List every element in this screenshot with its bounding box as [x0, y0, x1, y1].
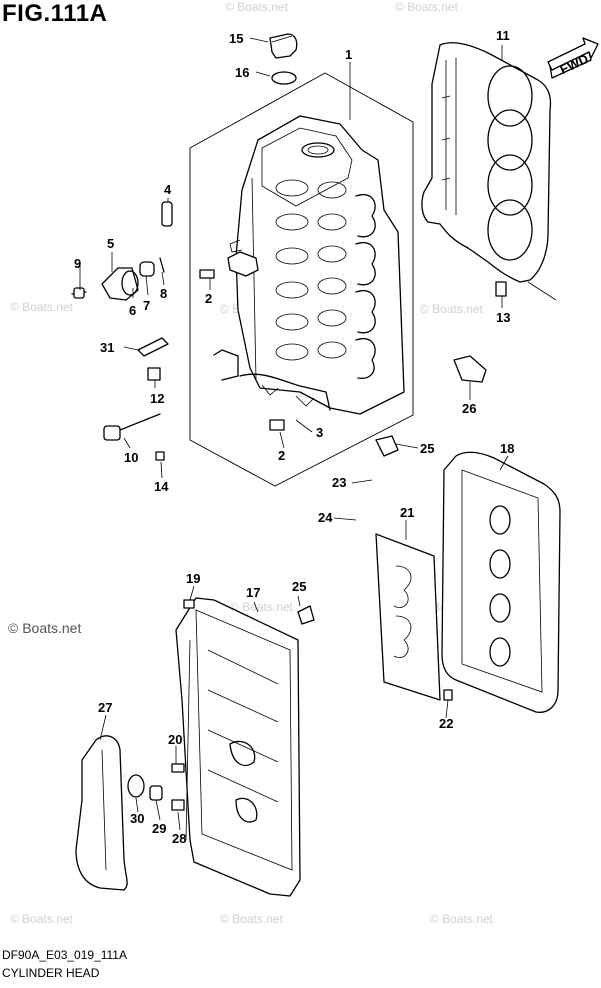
callout-29: 29	[152, 821, 166, 836]
callout-12: 12	[150, 391, 164, 406]
side-cover-27	[75, 735, 128, 891]
figure-code: DF90A_E03_019_111A	[2, 948, 127, 962]
callout-3: 3	[316, 425, 323, 440]
watermark-main: © Boats.net	[8, 620, 82, 636]
callout-25: 25	[292, 579, 306, 594]
temp-sensor	[137, 337, 169, 357]
callout-9: 9	[74, 256, 81, 271]
callout-21: 21	[400, 505, 414, 520]
callout-6: 6	[129, 303, 136, 318]
callout-16: 16	[235, 65, 249, 80]
callout-4: 4	[164, 182, 172, 197]
bolt-28	[171, 799, 185, 811]
cover-gasket-18	[441, 451, 561, 713]
bolt-12	[147, 367, 161, 381]
watermark: © Boats.net	[10, 912, 73, 926]
watermark: © Boats.net	[395, 0, 458, 14]
callout-11: 11	[496, 28, 510, 43]
figure-caption: CYLINDER HEAD	[2, 966, 100, 980]
fwd-arrow: FWD	[547, 37, 599, 79]
cylinder-head	[213, 115, 405, 415]
callout-31: 31	[100, 340, 114, 355]
watermark: © Boats.net	[10, 300, 73, 314]
bracket-bolts	[199, 251, 285, 431]
callout-7: 7	[143, 298, 150, 313]
sensor-cluster	[71, 257, 165, 301]
dowel-pin	[161, 201, 173, 227]
callout-8: 8	[160, 286, 167, 301]
callout-22: 22	[439, 716, 453, 731]
callout-27: 27	[98, 700, 112, 715]
callout-26: 26	[462, 401, 476, 416]
callout-18: 18	[500, 441, 514, 456]
watermark: © Boats.net	[220, 912, 283, 926]
callout-14: 14	[154, 479, 169, 494]
callout-15: 15	[229, 31, 243, 46]
callout-10: 10	[124, 450, 138, 465]
dowel-13	[495, 281, 507, 297]
callout-19: 19	[186, 571, 200, 586]
callout-2: 2	[278, 448, 285, 463]
oil-filler-cap	[269, 33, 298, 59]
pin-14	[155, 451, 165, 461]
callout-labels: 1 2 2 3 4 5 6 7 8 9 10 11 12 13 14 15 16…	[74, 28, 514, 846]
callout-25: 25	[420, 441, 434, 456]
callout-1: 1	[345, 47, 352, 62]
callout-13: 13	[496, 310, 510, 325]
callout-2: 2	[205, 291, 212, 306]
bolt-19	[183, 599, 195, 609]
watermark: © Boats.net	[230, 600, 293, 614]
cylinder-head-box	[189, 72, 414, 487]
figure-title: FIG.111A	[2, 0, 108, 27]
grommet-30	[127, 774, 145, 798]
watermark: © Boats.net	[225, 0, 288, 14]
o-ring	[271, 71, 297, 85]
clip-26	[453, 355, 487, 383]
callout-17: 17	[246, 585, 260, 600]
callout-28: 28	[172, 831, 186, 846]
head-cover	[175, 597, 301, 897]
callout-20: 20	[168, 732, 182, 747]
leader-lines	[79, 37, 509, 831]
watermark: © Boats.net	[420, 302, 483, 316]
watermark: © Boats.net	[430, 912, 493, 926]
collar-29	[149, 785, 163, 801]
callout-24: 24	[318, 510, 333, 525]
cover-gasket-21	[375, 533, 441, 701]
callout-30: 30	[130, 811, 144, 826]
bolt-20	[171, 763, 185, 773]
long-bolt	[103, 413, 161, 441]
callout-23: 23	[332, 475, 346, 490]
callout-5: 5	[107, 236, 114, 251]
head-gasket	[421, 42, 552, 283]
